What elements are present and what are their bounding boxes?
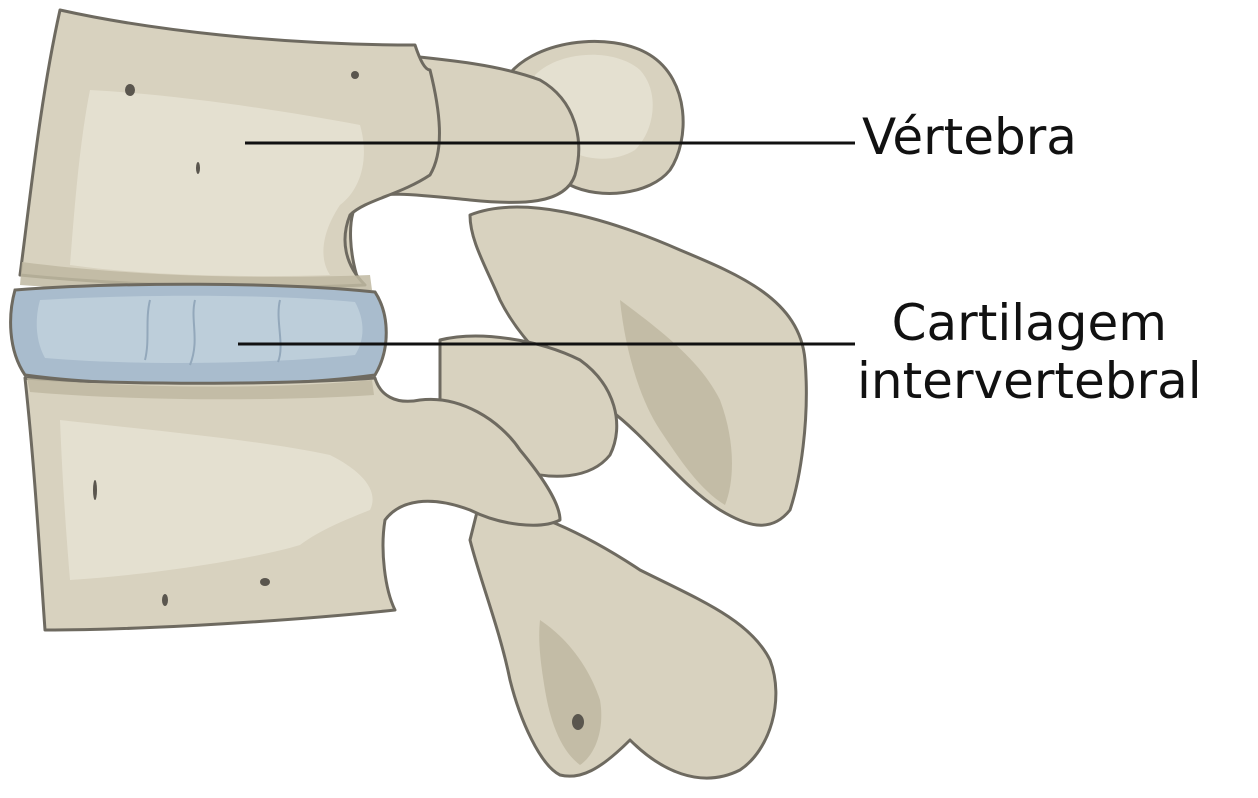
- upper-body-highlight: [70, 90, 364, 277]
- disc-fiber-lines: [144, 299, 282, 366]
- lower-spinous-process: [468, 498, 778, 780]
- cartilage-label-line2: intervertebral: [857, 352, 1202, 410]
- lower-body-highlight: [60, 420, 373, 580]
- cartilage-label-line1: Cartilagem: [891, 294, 1167, 352]
- upper-spinous-shadow: [620, 300, 732, 505]
- lower-body-endplate: [27, 378, 374, 400]
- nutrient-foramina: [93, 71, 584, 730]
- disc-highlight: [36, 295, 363, 364]
- lower-spinous-shadow: [539, 620, 602, 765]
- vertebra-label: Vértebra: [862, 108, 1077, 166]
- intervertebral-cartilage-label: Cartilagem intervertebral: [857, 294, 1202, 410]
